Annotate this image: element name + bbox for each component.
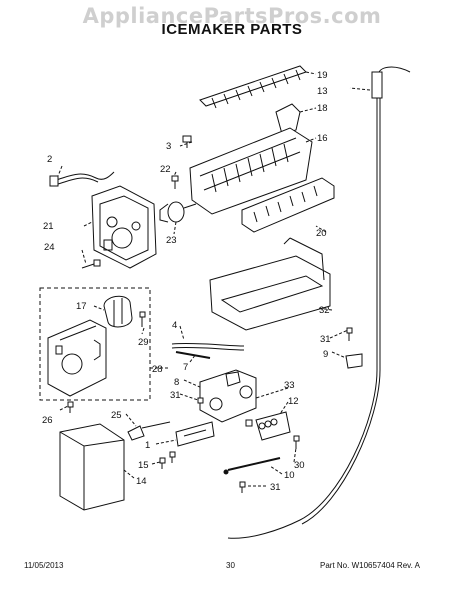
callout-24: 24	[44, 242, 55, 253]
callout-17: 17	[76, 301, 87, 312]
callout-28: 28	[152, 364, 163, 375]
callout-21: 21	[43, 221, 54, 232]
wiring-bracket-part	[175, 421, 215, 447]
callout-15: 15	[138, 460, 149, 471]
callout-13: 13	[317, 86, 328, 97]
screw-29	[139, 311, 146, 327]
control-box-subassembly-outline	[39, 287, 151, 401]
callout-22: 22	[160, 164, 171, 175]
callout-16: 16	[317, 133, 328, 144]
callout-26: 26	[42, 415, 53, 426]
callout-7: 7	[183, 362, 188, 373]
callout-10: 10	[284, 470, 295, 481]
drive-coupler-part	[159, 201, 197, 223]
callout-8: 8	[174, 377, 179, 388]
callout-31-right: 31	[320, 334, 331, 345]
spacer-part	[223, 457, 281, 475]
clip-part	[245, 419, 253, 427]
callout-33: 33	[284, 380, 295, 391]
screw-31-valve	[197, 397, 204, 409]
callout-9: 9	[323, 349, 328, 360]
screw-30	[293, 435, 300, 449]
wire-harness-part	[49, 171, 115, 187]
screws-15	[159, 451, 176, 469]
callout-29: 29	[138, 337, 149, 348]
callout-1: 1	[145, 440, 150, 451]
water-tube-part	[175, 351, 211, 359]
screw-31-right	[346, 327, 353, 341]
screw-24	[81, 259, 101, 269]
callout-31-valve: 31	[170, 390, 181, 401]
icemaker-mold-part	[189, 127, 313, 215]
callout-3: 3	[166, 141, 171, 152]
ejector-comb-part	[199, 65, 307, 109]
fill-tube-part	[171, 342, 245, 351]
control-housing-part	[91, 185, 157, 269]
screw-22	[171, 175, 179, 189]
watermark: AppliancePartsPros.com	[82, 4, 382, 28]
footer-page: 30	[226, 561, 235, 570]
leader-lines	[57, 71, 371, 487]
screw-26	[67, 401, 74, 413]
clip-9-part	[345, 353, 363, 369]
cover-box-part	[59, 423, 125, 511]
mounting-bracket-part	[209, 237, 331, 331]
valve-bracket-part	[255, 411, 291, 441]
callout-25: 25	[111, 410, 122, 421]
callout-12: 12	[288, 396, 299, 407]
callout-18: 18	[317, 103, 328, 114]
callout-19: 19	[317, 70, 328, 81]
callout-30: 30	[294, 460, 305, 471]
callout-23: 23	[166, 235, 177, 246]
callout-32: 32	[319, 305, 330, 316]
footer-date: 11/05/2013	[24, 561, 64, 570]
callout-20: 20	[316, 228, 327, 239]
callout-31-lower: 31	[270, 482, 281, 493]
mold-heater-part	[241, 177, 335, 233]
water-valve-part	[199, 369, 257, 423]
page-title: ICEMAKER PARTS	[161, 21, 303, 38]
control-board-part	[47, 319, 107, 397]
footer-part-number: Part No. W10657404 Rev. A	[320, 561, 420, 570]
callout-14: 14	[136, 476, 147, 487]
screw-3	[182, 135, 192, 148]
control-motor-part	[103, 295, 133, 328]
connector-part	[127, 421, 171, 441]
callout-2: 2	[47, 154, 52, 165]
callout-4: 4	[172, 320, 177, 331]
water-supply-line-part	[227, 66, 411, 539]
screw-31-lower	[239, 481, 246, 493]
